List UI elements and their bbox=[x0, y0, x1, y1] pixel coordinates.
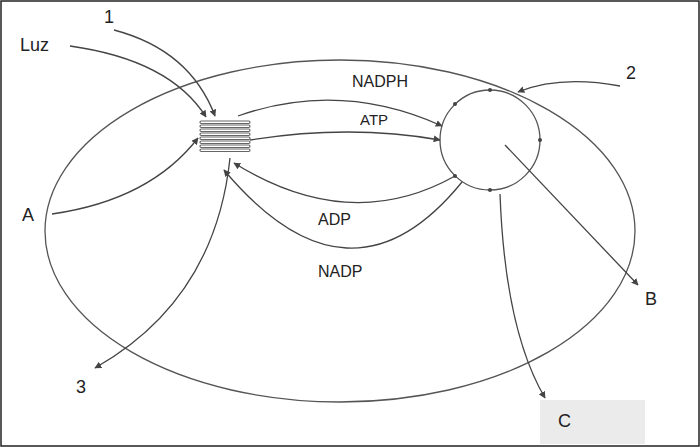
molecule-label: NADP bbox=[318, 264, 362, 280]
callout-number: 2 bbox=[626, 64, 636, 82]
arrows bbox=[52, 30, 638, 398]
callout-letter: B bbox=[645, 290, 657, 308]
thylakoid-stack bbox=[200, 121, 250, 152]
molecule-label: NADPH bbox=[352, 74, 408, 90]
cycle-marks bbox=[453, 88, 542, 192]
chloroplast-outline bbox=[45, 60, 635, 402]
callout-number: 3 bbox=[76, 378, 86, 396]
callout-letter: A bbox=[22, 206, 34, 224]
callout-number: 1 bbox=[104, 8, 114, 26]
product-box: C bbox=[540, 400, 645, 444]
molecule-label: ATP bbox=[360, 112, 388, 127]
light-label: Luz bbox=[20, 36, 49, 54]
molecule-label: ADP bbox=[318, 212, 351, 228]
product-letter: C bbox=[558, 412, 571, 430]
calvin-cycle bbox=[440, 90, 540, 190]
